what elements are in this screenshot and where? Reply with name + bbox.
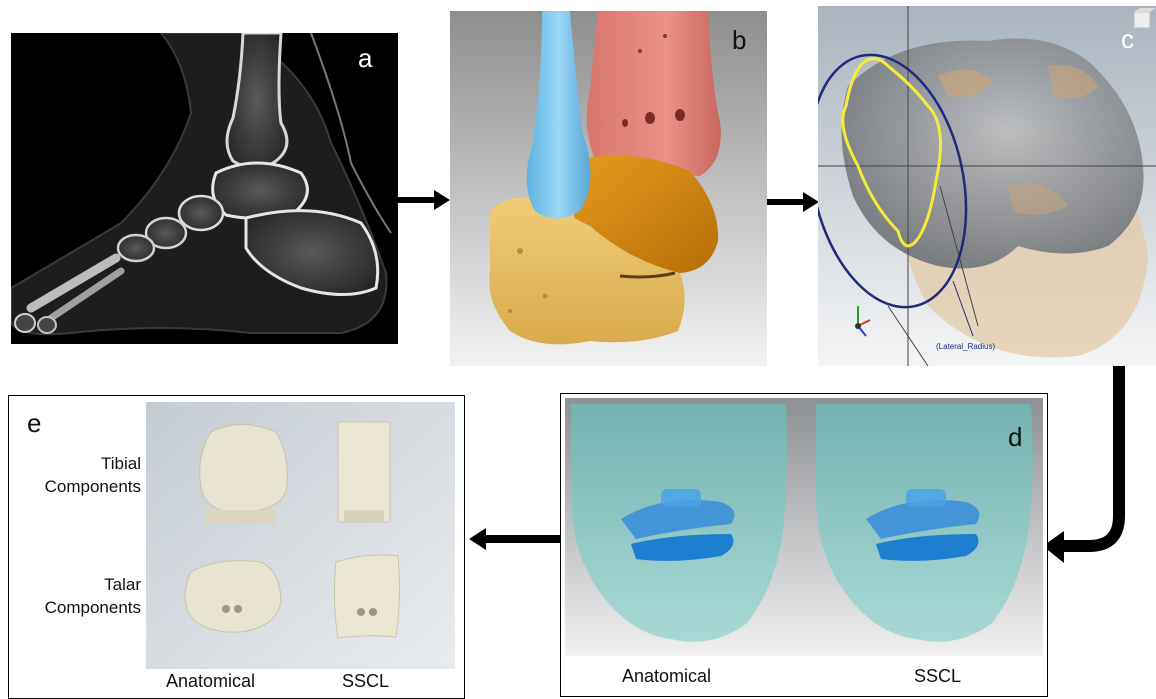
caption-e-sscl: SSCL — [342, 671, 389, 692]
arrow-right-icon — [398, 188, 452, 212]
arrow-right-icon — [767, 190, 821, 214]
arrow-left-icon — [468, 526, 562, 552]
implant-render-image — [561, 394, 1047, 656]
panel-label-c: c — [1121, 26, 1134, 52]
panel-label-a: a — [358, 45, 372, 71]
panel-b-3d-model: b — [450, 11, 767, 366]
panel-c-cad-fitting: c (Lateral_Radius) — [818, 6, 1156, 366]
panel-d-implant-render: d Anatomical SSCL — [560, 393, 1048, 697]
caption-e-anatomical: Anatomical — [166, 671, 255, 692]
panel-a-ct-scan: a — [11, 33, 398, 344]
panel-label-e: e — [27, 410, 41, 436]
row-label-tibial: Tibial Components — [29, 452, 141, 498]
bone-model-image — [450, 11, 767, 366]
cad-fitting-image — [818, 6, 1156, 366]
components-photo-image — [146, 402, 455, 669]
panel-label-d: d — [1008, 424, 1022, 450]
panel-label-b: b — [732, 27, 746, 53]
panel-e-components-photo: e Tibial Components Talar Components Ana… — [8, 395, 465, 699]
ct-scan-image — [11, 33, 398, 344]
curved-arrow-icon — [1040, 366, 1130, 570]
caption-d-anatomical: Anatomical — [622, 666, 711, 687]
caption-d-sscl: SSCL — [914, 666, 961, 687]
row-label-talar: Talar Components — [29, 573, 141, 619]
lateral-radius-annotation: (Lateral_Radius) — [936, 342, 995, 351]
